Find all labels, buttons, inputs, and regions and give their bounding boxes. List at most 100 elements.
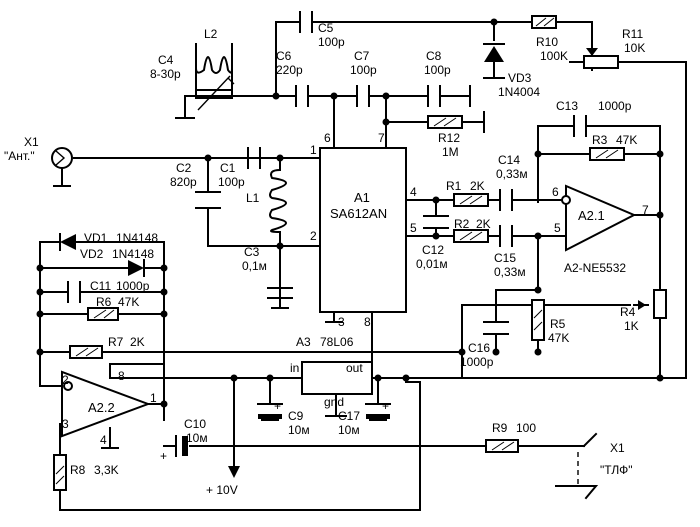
capacitor-c5 bbox=[299, 11, 313, 33]
label-x1-value: "Ант." bbox=[4, 149, 35, 163]
pin-a21-7: 7 bbox=[642, 203, 649, 217]
label-r5-ref: R5 bbox=[550, 317, 566, 331]
label-c16-ref: C16 bbox=[468, 341, 490, 355]
label-power: + 10V bbox=[206, 483, 238, 497]
label-c13-value: 1000р bbox=[598, 99, 632, 113]
label-c1-value: 100р bbox=[218, 175, 245, 189]
label-c13-ref: C13 bbox=[556, 99, 578, 113]
junction-dots bbox=[36, 18, 664, 408]
pin-a1-1: 1 bbox=[310, 143, 317, 157]
label-c16-value: 1000р bbox=[460, 355, 494, 369]
inductor-l2 bbox=[195, 43, 233, 74]
polarity-c9: + bbox=[274, 399, 281, 413]
trimmer-capacitor-c4 bbox=[195, 75, 235, 111]
pin-a21-6: 6 bbox=[552, 185, 559, 199]
label-a2-note: A2-NE5532 bbox=[564, 261, 626, 275]
label-r11-value: 10K bbox=[624, 41, 645, 55]
resistor-r1 bbox=[453, 193, 489, 207]
pin-a1-6: 6 bbox=[324, 131, 331, 145]
opamp-a2-2 bbox=[61, 370, 151, 438]
pin-a1-8: 8 bbox=[364, 315, 371, 329]
resistor-r5 bbox=[531, 299, 545, 341]
antenna-connector bbox=[51, 147, 73, 187]
power-arrow bbox=[228, 466, 240, 478]
diode-vd3 bbox=[483, 43, 505, 79]
label-c14-value: 0,33м bbox=[496, 167, 528, 181]
label-r12-value: 1M bbox=[442, 145, 459, 159]
pin-a1-3: 3 bbox=[338, 315, 345, 329]
label-r11-ref: R11 bbox=[622, 27, 643, 41]
label-reg-gnd: gnd bbox=[324, 395, 344, 409]
label-r7-ref: R7 bbox=[108, 335, 124, 349]
label-c5-ref: C5 bbox=[318, 21, 334, 35]
opamp-a2-1 bbox=[561, 184, 637, 252]
label-r8-ref: R8 bbox=[70, 463, 86, 477]
label-c17-value: 10м bbox=[338, 423, 360, 437]
potentiometer-r4 bbox=[638, 289, 667, 319]
label-r4-value: 1K bbox=[624, 319, 639, 333]
pin-a1-4: 4 bbox=[410, 185, 417, 199]
label-vd3-ref: VD3 bbox=[508, 71, 532, 85]
label-r6-ref: R6 bbox=[96, 295, 112, 309]
phone-connector bbox=[555, 432, 599, 500]
label-r9-ref: R9 bbox=[492, 421, 508, 435]
label-l1: L1 bbox=[246, 191, 260, 205]
label-l2: L2 bbox=[204, 27, 218, 41]
polarity-c17: + bbox=[382, 399, 389, 413]
label-c15-ref: C15 bbox=[494, 251, 516, 265]
label-c10-ref: C10 bbox=[184, 417, 206, 431]
resistor-r8 bbox=[53, 454, 67, 491]
label-x1-tlf-value: "ТЛФ" bbox=[600, 463, 632, 477]
label-c1-ref: C1 bbox=[220, 161, 236, 175]
resistor-r3 bbox=[589, 147, 625, 161]
label-vd1-value: 1N4148 bbox=[116, 231, 158, 245]
label-x1-tlf-ref: X1 bbox=[610, 441, 625, 455]
label-c5-value: 100р bbox=[318, 35, 345, 49]
label-vd2-value: 1N4148 bbox=[112, 247, 154, 261]
label-r6-value: 47K bbox=[118, 295, 139, 309]
resistor-r12 bbox=[427, 115, 463, 129]
label-c6-ref: C6 bbox=[276, 49, 292, 63]
label-c6-value: 220р bbox=[276, 63, 303, 77]
pin-a22-3: 3 bbox=[62, 417, 69, 431]
capacitor-c7 bbox=[356, 85, 370, 107]
capacitor-c3 bbox=[267, 287, 293, 299]
label-r2-value: 2K bbox=[476, 217, 491, 231]
label-vd3-value: 1N4004 bbox=[498, 85, 540, 99]
label-c3-ref: C3 bbox=[244, 245, 260, 259]
label-vd1-ref: VD1 bbox=[84, 231, 108, 245]
label-reg-out: out bbox=[346, 361, 363, 375]
polarity-c10: + bbox=[160, 449, 167, 463]
label-c15-value: 0,33м bbox=[494, 265, 526, 279]
label-a2-2: A2.2 bbox=[88, 400, 115, 415]
pin-a22-4: 4 bbox=[100, 433, 107, 447]
pin-a22-2: 2 bbox=[62, 373, 69, 387]
label-r7-value: 2K bbox=[130, 335, 145, 349]
regulator-a3 bbox=[301, 361, 373, 395]
capacitor-c2 bbox=[195, 191, 221, 209]
potentiometer-r11 bbox=[569, 21, 619, 69]
label-vd2-ref: VD2 bbox=[80, 247, 104, 261]
capacitor-c11 bbox=[67, 281, 81, 303]
label-r1-value: 2K bbox=[470, 179, 485, 193]
label-c17-ref: C17 bbox=[338, 409, 360, 423]
label-r3-ref: R3 bbox=[592, 133, 608, 147]
capacitor-c12 bbox=[423, 215, 449, 229]
label-c11-value: 1000р bbox=[116, 279, 150, 293]
label-r1-ref: R1 bbox=[446, 179, 462, 193]
label-c4-value: 8-30р bbox=[150, 67, 181, 81]
pin-a1-2: 2 bbox=[310, 229, 317, 243]
pin-a22-1: 1 bbox=[150, 391, 157, 405]
label-c7-ref: C7 bbox=[354, 49, 370, 63]
label-r3-value: 47K bbox=[616, 133, 637, 147]
labels: X1 "Ант." L2 C4 8-30р C5 100р C6 220р C7… bbox=[4, 21, 649, 497]
label-a3-value: 78L06 bbox=[320, 335, 354, 349]
label-r5-value: 47K bbox=[548, 331, 569, 345]
label-c2-value: 820р bbox=[170, 175, 197, 189]
label-x1-ref: X1 bbox=[24, 135, 39, 149]
capacitor-c9 bbox=[257, 403, 283, 419]
label-c12-value: 0,01м bbox=[416, 257, 448, 271]
label-c9-value: 10м bbox=[288, 423, 310, 437]
resistor-r7 bbox=[69, 345, 103, 359]
